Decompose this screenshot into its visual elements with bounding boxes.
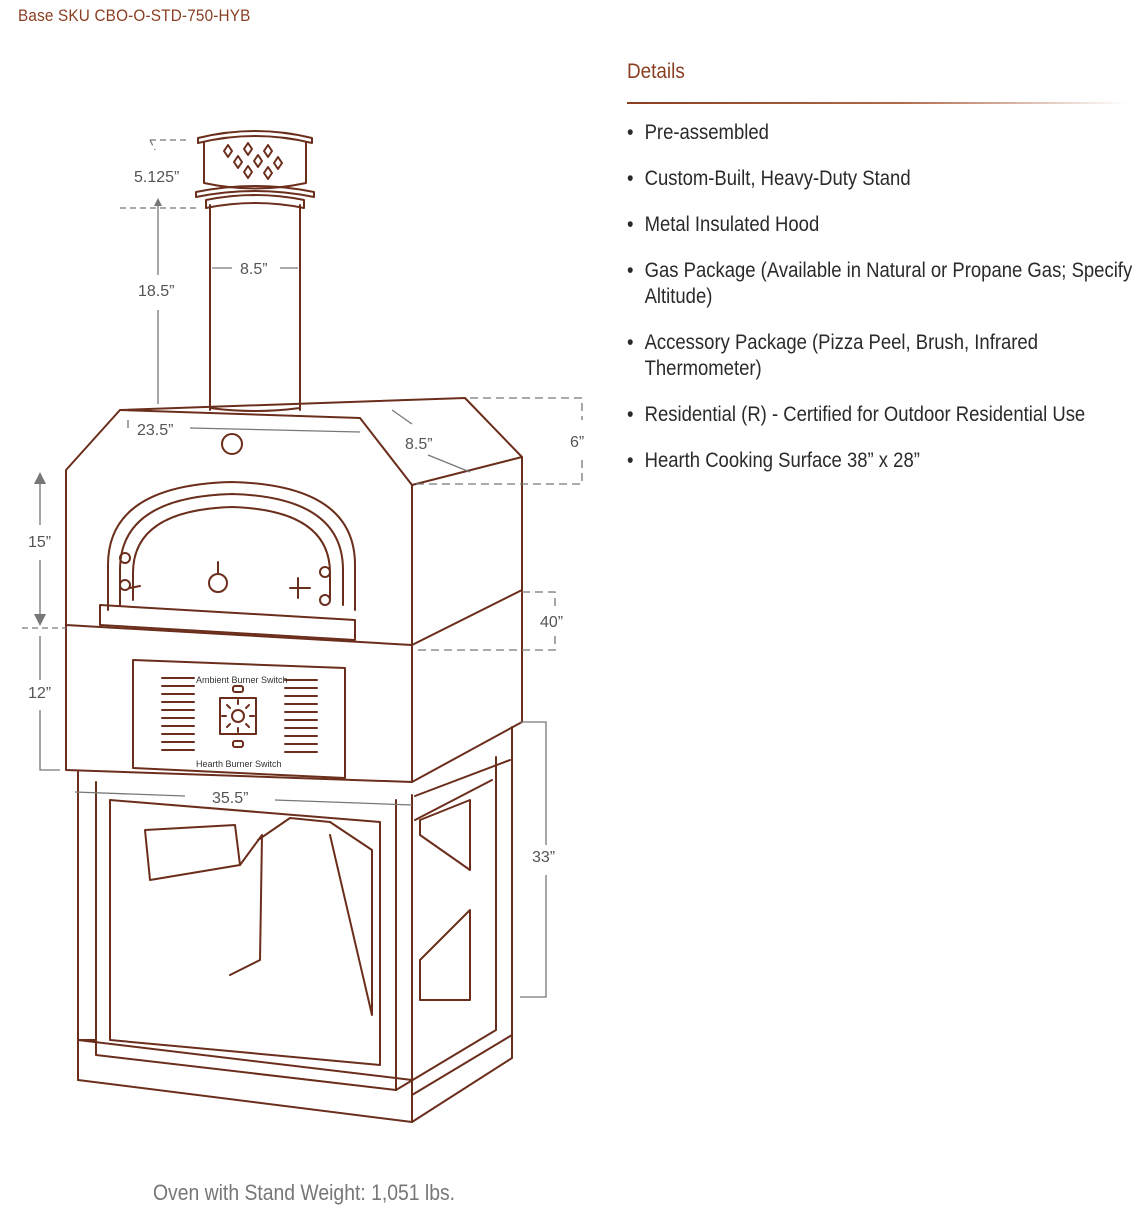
list-item: •Residential (R) - Certified for Outdoor… (627, 403, 1086, 426)
dim-oven-width: 35.5” (212, 790, 248, 807)
dim-hood-side: 8.5” (405, 436, 433, 453)
hearth-switch-label: Hearth Burner Switch (196, 759, 282, 769)
list-item: •Custom-Built, Heavy-Duty Stand (627, 167, 911, 190)
dim-base-height: 12” (28, 685, 51, 702)
dim-hood-height: 6” (570, 434, 584, 451)
ambient-switch-label: Ambient Burner Switch (196, 675, 288, 685)
details-panel: Details •Pre-assembled •Custom-Built, He… (627, 60, 1132, 494)
base-sku: Base SKU CBO-O-STD-750-HYB (18, 6, 251, 25)
list-item: •Pre-assembled (627, 121, 769, 144)
list-item: •Metal Insulated Hood (627, 213, 820, 236)
details-divider (627, 102, 1127, 104)
oven-stand (77, 726, 513, 1123)
details-title: Details (627, 60, 685, 83)
dim-hood-front: 23.5” (137, 422, 173, 439)
chimney-cap (195, 130, 315, 198)
dim-flue-height: 18.5” (138, 283, 174, 300)
dim-dome-height: 15” (28, 534, 51, 551)
list-item: •Gas Package (Available in Natural or Pr… (627, 259, 1133, 308)
dim-stand-height: 33” (532, 849, 555, 866)
dim-cap-height: 5.125” (134, 169, 179, 186)
dim-oven-depth: 40” (540, 614, 563, 631)
stand-weight-caption: Oven with Stand Weight: 1,051 lbs. (153, 1180, 456, 1205)
list-item: •Accessory Package (Pizza Peel, Brush, I… (627, 331, 1038, 380)
oven-base (65, 589, 523, 783)
details-list: •Pre-assembled •Custom-Built, Heavy-Duty… (627, 120, 1132, 474)
list-item: •Hearth Cooking Surface 38” x 28” (627, 449, 920, 472)
oven-door-arch (99, 481, 356, 641)
flue-pipe (205, 194, 305, 412)
dim-flue-width: 8.5” (240, 261, 268, 278)
